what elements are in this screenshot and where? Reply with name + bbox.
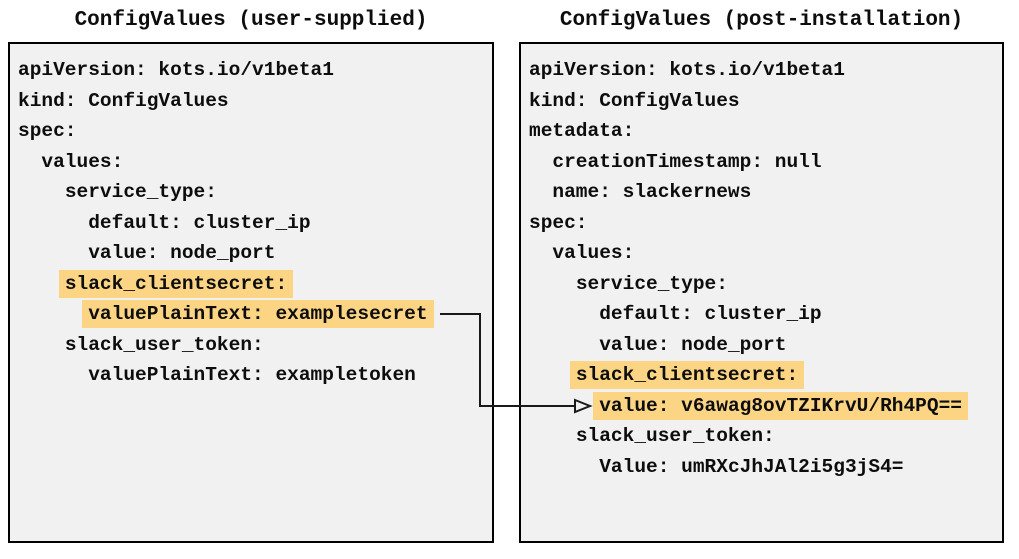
post-installation-config-panel: apiVersion: kots.io/v1beta1 kind: ConfigV… [519,42,1004,543]
yaml-indent [529,364,576,386]
yaml-indent [18,151,41,173]
yaml-text-highlighted: slack_clientsecret: [569,361,805,389]
yaml-line: default: cluster_ip [18,208,492,239]
yaml-indent [18,364,88,386]
yaml-text: values: [41,150,124,173]
yaml-text: service_type: [64,181,217,203]
yaml-line: apiVersion: kots.io/v1beta1 [18,55,492,86]
yaml-text-highlighted: slack_clientsecret: [58,269,294,298]
yaml-text: spec: [529,211,588,234]
yaml-line: kind: ConfigValues [529,86,1002,117]
yaml-indent [529,273,576,295]
yaml-line: slack_clientsecret: [18,269,492,300]
yaml-line: spec: [529,208,1002,239]
left-panel-title: ConfigValues (user-supplied) [74,9,428,32]
post-installation-yaml-code: apiVersion: kots.io/v1beta1 kind: ConfigV… [521,44,1002,482]
yaml-indent [529,425,576,447]
yaml-text: kind: ConfigValues [529,89,740,112]
yaml-text: service_type: [575,272,728,295]
right-panel-title: ConfigValues (post-installation) [559,9,964,32]
user-supplied-yaml-code: apiVersion: kots.io/v1beta1 kind: ConfigV… [10,44,492,391]
yaml-indent [18,303,88,325]
yaml-text: name: slackernews [552,181,752,203]
yaml-text: apiVersion: kots.io/v1beta1 [529,59,845,81]
yaml-line: kind: ConfigValues [18,86,492,117]
yaml-text: value: node_port [599,333,787,356]
yaml-line: name: slackernews [529,177,1002,208]
yaml-text: creationTimestamp: null [552,150,822,173]
yaml-indent [529,334,599,356]
yaml-text: metadata: [529,120,635,142]
yaml-text: Value: umRXcJhJAl2i5g3jS4= [599,455,904,478]
yaml-line: slack_clientsecret: [529,360,1002,391]
yaml-line: spec: [18,116,492,147]
yaml-text: kind: ConfigValues [18,89,229,112]
yaml-line: metadata: [529,116,1002,147]
yaml-line: service_type: [18,177,492,208]
yaml-text: default: cluster_ip [88,211,311,234]
user-supplied-config-panel: apiVersion: kots.io/v1beta1 kind: ConfigV… [8,42,494,543]
yaml-text: value: node_port [88,242,276,264]
yaml-line: apiVersion: kots.io/v1beta1 [529,55,1002,86]
yaml-indent [529,151,552,173]
yaml-text: apiVersion: kots.io/v1beta1 [18,59,334,81]
yaml-indent [18,181,65,203]
yaml-indent [529,181,552,203]
yaml-line: values: [18,147,492,178]
yaml-line: value: v6awag8ovTZIKrvU/Rh4PQ== [529,391,1002,422]
yaml-line: valuePlainText: exampletoken [18,360,492,391]
yaml-line: value: node_port [18,238,492,269]
yaml-line: value: node_port [529,330,1002,361]
yaml-line: slack_user_token: [18,330,492,361]
yaml-line: valuePlainText: examplesecret [18,299,492,330]
yaml-text-highlighted: value: v6awag8ovTZIKrvU/Rh4PQ== [593,391,968,420]
yaml-line: Value: umRXcJhJAl2i5g3jS4= [529,452,1002,483]
yaml-line: creationTimestamp: null [529,147,1002,178]
yaml-line: service_type: [529,269,1002,300]
yaml-text: values: [552,242,635,264]
yaml-text: slack_user_token: [575,425,775,447]
yaml-line: values: [529,238,1002,269]
yaml-indent [529,303,599,325]
yaml-line: default: cluster_ip [529,299,1002,330]
yaml-indent [18,242,88,264]
yaml-text: slack_user_token: [64,333,264,356]
yaml-text: default: cluster_ip [599,303,822,325]
yaml-indent [529,456,599,478]
yaml-text-highlighted: valuePlainText: examplesecret [82,300,434,328]
yaml-indent [18,273,65,295]
yaml-line: slack_user_token: [529,421,1002,452]
yaml-indent [18,334,65,356]
yaml-indent [529,242,552,264]
yaml-text: valuePlainText: exampletoken [88,364,416,386]
yaml-indent [18,212,88,234]
yaml-text: spec: [18,120,77,142]
yaml-indent [529,395,599,417]
